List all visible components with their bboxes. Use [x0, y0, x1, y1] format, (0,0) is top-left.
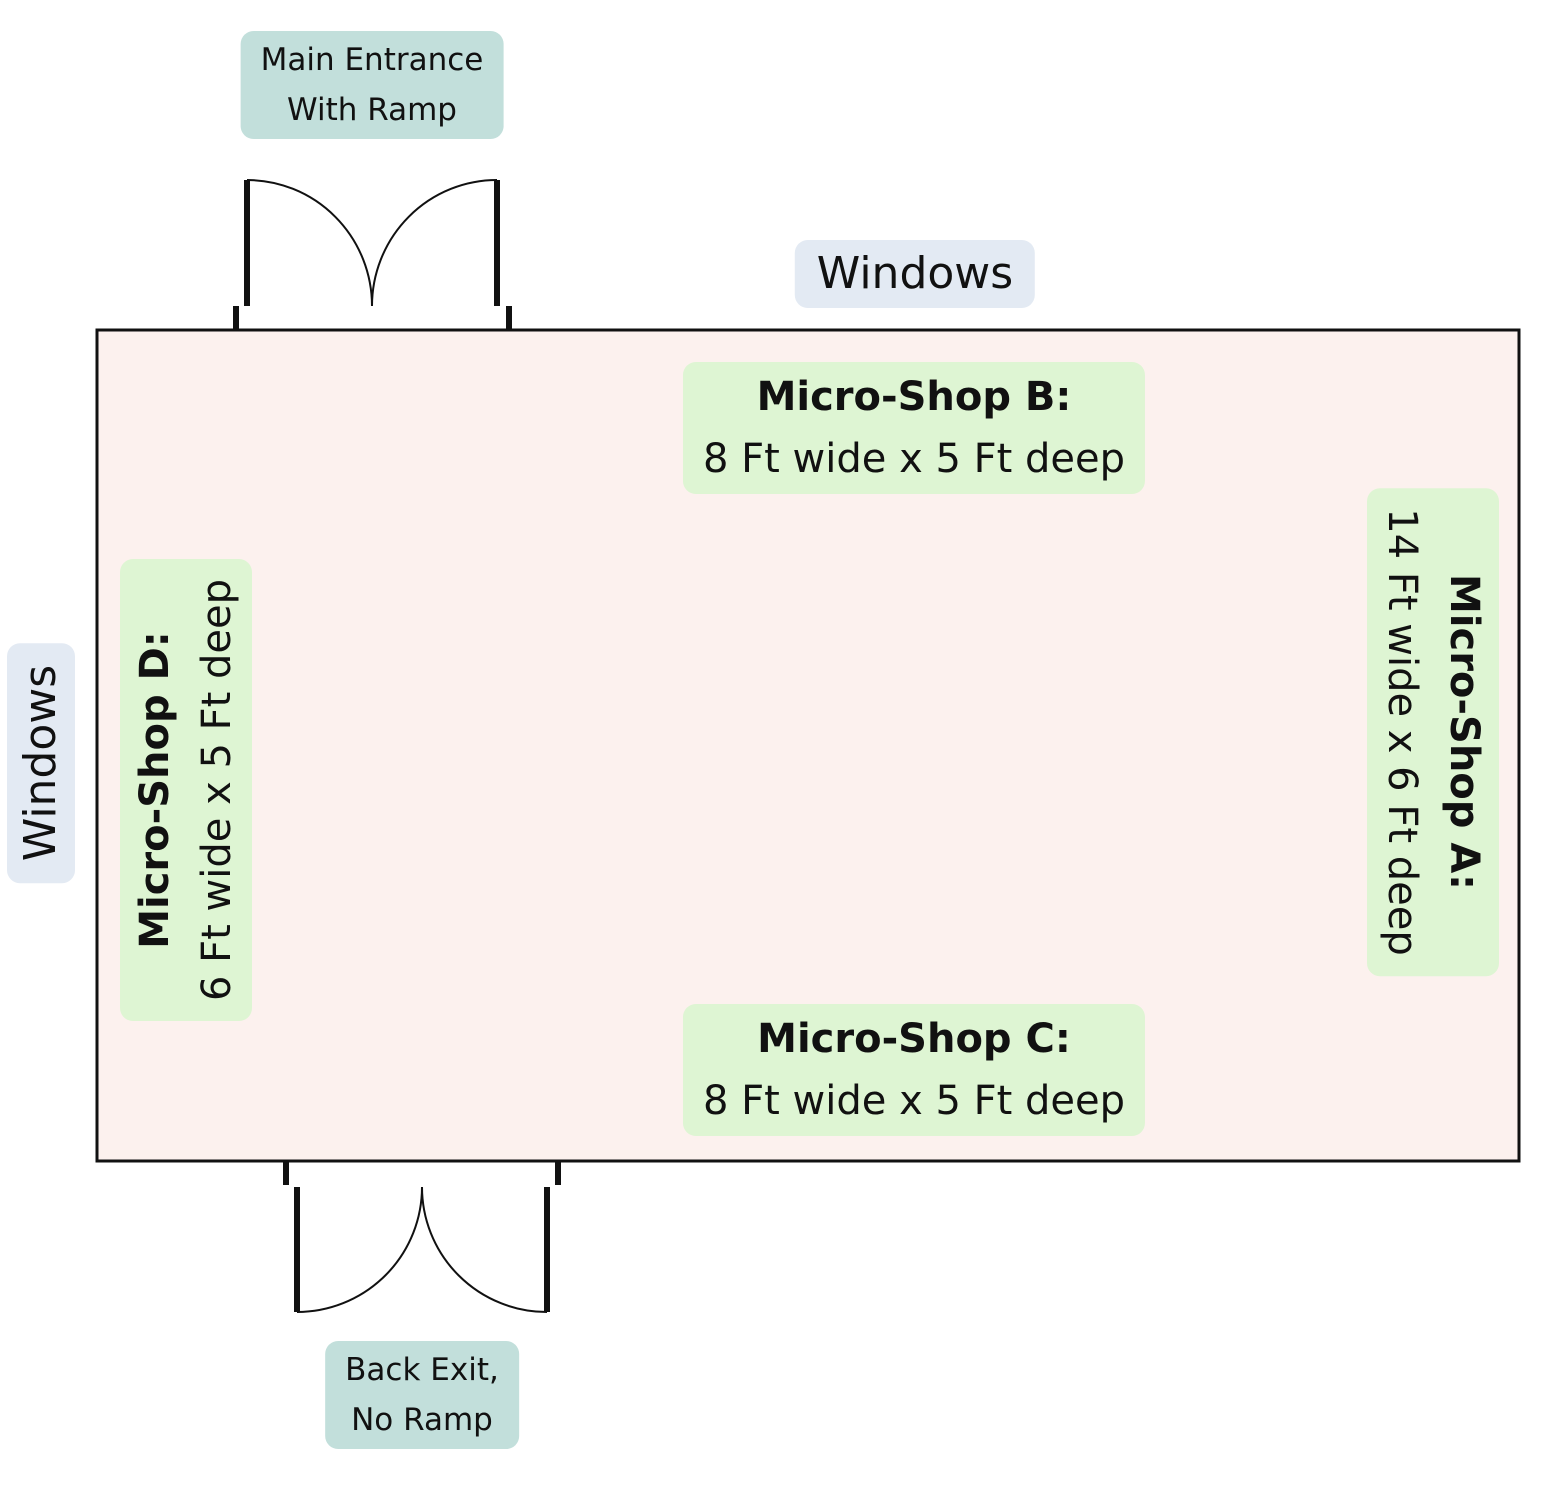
windows-top-label: Windows	[794, 240, 1036, 308]
micro-shop-b-label: Micro-Shop B: 8 Ft wide x 5 Ft deep	[682, 362, 1146, 494]
back-exit-door	[283, 1161, 561, 1313]
micro-shop-d-label: Micro-Shop D: 6 Ft wide x 5 Ft deep	[120, 558, 252, 1022]
micro-shop-a-label: Micro-Shop A: 14 Ft wide x 6 Ft deep	[1367, 488, 1499, 976]
micro-shop-b-dims: 8 Ft wide x 5 Ft deep	[702, 436, 1126, 482]
micro-shop-c-title: Micro-Shop C:	[757, 1016, 1071, 1062]
micro-shop-a-title: Micro-Shop A:	[1441, 573, 1487, 891]
micro-shop-c-label: Micro-Shop C: 8 Ft wide x 5 Ft deep	[682, 1004, 1146, 1136]
micro-shop-c-dims: 8 Ft wide x 5 Ft deep	[702, 1078, 1126, 1124]
micro-shop-a-dims: 14 Ft wide x 6 Ft deep	[1379, 508, 1425, 956]
back-exit-label: Back Exit, No Ramp	[325, 1341, 519, 1449]
windows-left-label: Windows	[7, 642, 75, 884]
micro-shop-b-title: Micro-Shop B:	[756, 374, 1072, 420]
main-entrance-label: Main Entrance With Ramp	[240, 31, 504, 139]
micro-shop-d-title: Micro-Shop D:	[132, 631, 178, 949]
main-entrance-door	[233, 179, 512, 330]
micro-shop-d-dims: 6 Ft wide x 5 Ft deep	[194, 578, 240, 1002]
